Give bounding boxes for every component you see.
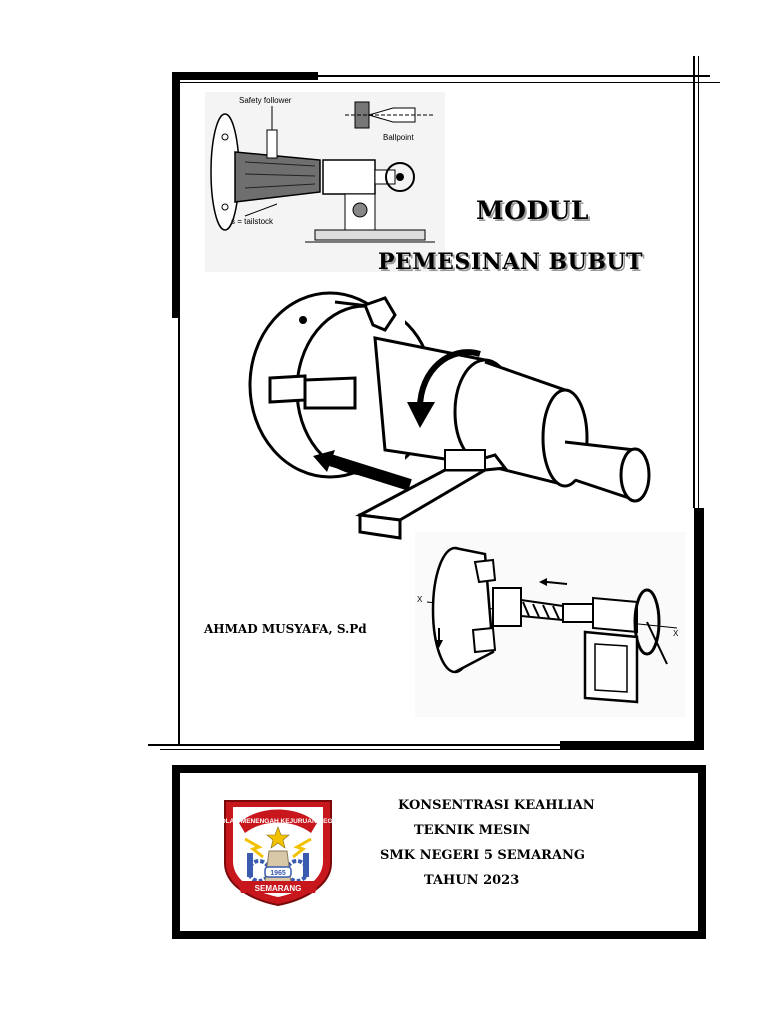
frame-top-line [318, 75, 710, 77]
frame-left-bar [172, 72, 180, 318]
year-text: TAHUN 2023 [424, 873, 520, 888]
frame-top-bar [172, 72, 318, 80]
frame-bottom-line [148, 744, 560, 746]
module-title-line1: MODUL [476, 196, 590, 225]
lathe-chuck-illustration [248, 291, 651, 540]
label-ballpoint: Ballpoint [383, 133, 414, 142]
label-tailstock: s = tailstock [231, 217, 274, 226]
axis-label-right: X [673, 629, 679, 638]
frame-right-line [693, 56, 695, 508]
logo-ring-text: SEKOLAH MENENGAH KEJURUAN NEGERI 5 [207, 818, 349, 825]
logo-city: SEMARANG [255, 884, 302, 893]
school-logo: SEKOLAH MENENGAH KEJURUAN NEGERI 5 1965 … [207, 800, 349, 907]
frame-left-line [178, 318, 180, 746]
module-title-line2: PEMESINAN BUBUT [378, 249, 643, 275]
label-safety-follower: Safety follower [239, 96, 292, 105]
author-name: AHMAD MUSYAFA, S.Pd [204, 622, 367, 636]
tailstock-drilling-illustration: X X [415, 532, 685, 717]
frame-bottom-line-inner [160, 749, 560, 750]
school-name: SMK NEGERI 5 SEMARANG [380, 848, 586, 863]
follower-rest-illustration: Safety follower Ballpoint s = tailstock [205, 92, 445, 272]
footer-box [172, 765, 706, 939]
frame-bottom-bar [560, 741, 704, 750]
program-text: KONSENTRASI KEAHLIAN [398, 798, 595, 813]
logo-year: 1965 [270, 870, 286, 877]
frame-top-line-inner [172, 82, 720, 83]
axis-label-left: X [417, 595, 423, 604]
frame-right-bar [694, 508, 704, 750]
department-text: TEKNIK MESIN [414, 823, 531, 838]
frame-right-line-outer [698, 56, 699, 508]
